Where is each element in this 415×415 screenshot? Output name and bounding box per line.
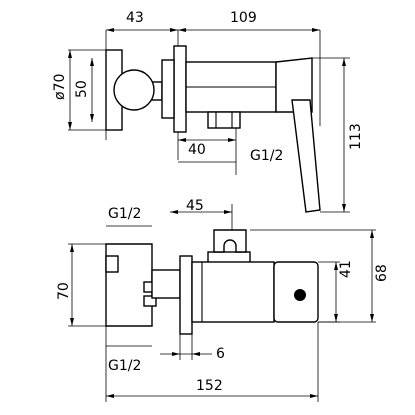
arrow: [178, 28, 186, 32]
handle-hub: [275, 57, 313, 113]
dim-label-6: 6: [216, 346, 225, 362]
arrow: [342, 204, 346, 212]
arrow: [70, 318, 74, 326]
valve-ball: [113, 69, 155, 111]
wall-plate: [179, 255, 193, 335]
arrow: [370, 314, 374, 322]
dim-label-43: 43: [126, 10, 144, 26]
hose-connector: [207, 111, 241, 129]
arrow: [172, 352, 180, 356]
connector-pin: [143, 295, 157, 307]
arrow: [106, 28, 114, 32]
neck: [151, 269, 181, 299]
lever-cap: [294, 289, 306, 301]
dim-label-109: 109: [230, 10, 257, 26]
arrow: [192, 352, 200, 356]
shower-holder: [213, 229, 247, 253]
arrow: [68, 122, 72, 130]
thread-label-bottom: G1/2: [108, 358, 141, 374]
dim-label-70: 70: [56, 282, 72, 300]
dim-label-dia70: ø70: [52, 74, 68, 100]
arrow: [228, 138, 236, 142]
dim-label-40: 40: [188, 142, 206, 158]
arrow: [224, 210, 232, 214]
top-view: 43 109 ø70 50 4: [52, 10, 364, 213]
connector-slot: [105, 255, 119, 273]
arrow: [170, 210, 178, 214]
arrow: [106, 394, 114, 398]
arrow: [90, 114, 94, 122]
arrow: [90, 58, 94, 66]
flange: [161, 59, 175, 119]
wall-plate-right: [173, 45, 187, 133]
arrow: [312, 28, 320, 32]
arrow: [334, 262, 338, 270]
dim-label-68: 68: [374, 264, 390, 282]
thread-label: G1/2: [250, 148, 283, 164]
dim-label-50: 50: [74, 80, 90, 98]
front-view: G1/2 45 41: [56, 198, 390, 402]
arrow: [342, 58, 346, 66]
arrow: [68, 50, 72, 58]
arrow: [178, 138, 186, 142]
main-body: [191, 261, 275, 323]
arrow: [170, 28, 178, 32]
arrow: [334, 314, 338, 322]
thread-label-top: G1/2: [108, 206, 141, 222]
dim-label-113: 113: [348, 123, 364, 150]
arrow: [70, 244, 74, 252]
dim-label-41: 41: [338, 260, 354, 278]
arrow: [370, 230, 374, 238]
dim-label-152: 152: [196, 378, 223, 394]
dim-label-45: 45: [186, 198, 204, 214]
lever: [291, 99, 321, 213]
arrow: [310, 394, 318, 398]
